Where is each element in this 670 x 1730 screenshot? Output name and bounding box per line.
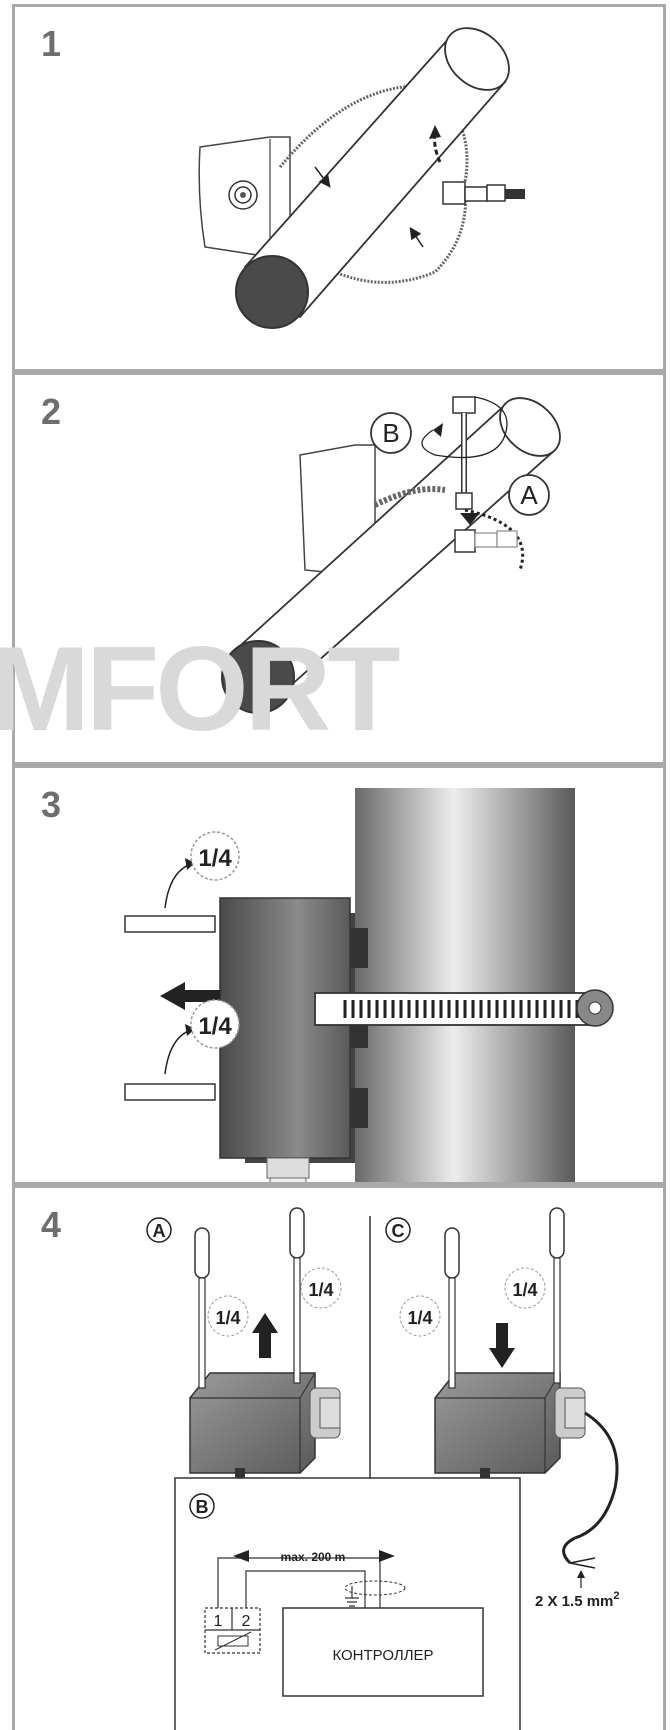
panel-1: 1: [12, 4, 666, 372]
label-a: A: [153, 1221, 166, 1241]
turn-c-left-indicator: [399, 1295, 441, 1337]
screwdriver-top: [124, 915, 216, 933]
screwdriver-c-left: [444, 1227, 460, 1279]
step-number-3: 3: [41, 784, 62, 825]
clamp-strap: [373, 486, 446, 508]
turn-a-left-indicator: [207, 1295, 249, 1337]
label-b: B: [196, 1497, 209, 1517]
label-b-circle: [189, 1493, 215, 1519]
screwdriver-a-left: [194, 1227, 210, 1279]
turn-a-left: 1/4: [215, 1308, 240, 1328]
remove-cover-illustration: 1/4 1/4: [124, 788, 614, 1182]
label-b: B: [382, 418, 399, 448]
clamp-screw: [442, 181, 466, 205]
screwdriver-tighten-illustration: B A: [221, 396, 561, 714]
max-distance: max. 200 m: [281, 1550, 346, 1564]
step-number-4: 4: [41, 1204, 62, 1245]
screwdriver-bottom: [124, 1083, 216, 1101]
wiring-illustration: A 1/4 1/4 C: [146, 1207, 620, 1730]
label-a: A: [520, 480, 538, 510]
label-a-circle: [146, 1217, 172, 1243]
strap-teeth: [343, 1000, 579, 1018]
panel-2: 2 B A: [12, 372, 666, 765]
turn-indicator-bottom: [190, 999, 240, 1049]
terminal-2: 2: [242, 1613, 251, 1630]
turn-indicator-top: [190, 831, 240, 881]
pipe-end: [221, 640, 295, 714]
label-c: C: [392, 1221, 405, 1241]
pipe: [355, 788, 575, 1182]
label-b-circle: [370, 412, 412, 454]
press-arrow: [489, 1323, 515, 1368]
lift-arrow: [252, 1313, 278, 1358]
controller-box: [282, 1607, 484, 1697]
step-number-1: 1: [41, 23, 62, 64]
cable-spec: 2 X 1.5 mm2: [535, 1590, 620, 1610]
turn-c-left: 1/4: [407, 1308, 432, 1328]
panel-3: 3: [12, 765, 666, 1185]
screwdriver-c-right: [549, 1207, 565, 1259]
sensor-cover: [219, 897, 351, 1159]
controller-label: КОНТРОЛЛЕР: [332, 1647, 433, 1664]
turn-top: 1/4: [198, 845, 232, 872]
device-a: [189, 1372, 341, 1478]
label-a-circle: [508, 474, 550, 516]
turn-a-right: 1/4: [308, 1280, 333, 1300]
step-number-2: 2: [41, 391, 62, 432]
turn-bottom: 1/4: [198, 1013, 232, 1040]
label-c-circle: [385, 1217, 411, 1243]
screwdriver-a-right: [289, 1207, 305, 1259]
terminal-1: 1: [214, 1613, 223, 1630]
turn-a-right-indicator: [300, 1267, 342, 1309]
pull-arrow: [160, 982, 220, 1010]
pipe-end: [235, 255, 309, 329]
turn-c-right-indicator: [504, 1267, 546, 1309]
pipe-clamp-illustration: [198, 27, 525, 329]
device-c: [434, 1372, 586, 1478]
watermark: MFORT: [0, 622, 401, 756]
cable: [562, 1411, 619, 1565]
turn-c-right: 1/4: [512, 1280, 537, 1300]
clamp-screw: [454, 529, 476, 553]
panel-4: 4 A 1/4 1/4 C: [12, 1185, 666, 1730]
screwdriver: [452, 396, 476, 414]
